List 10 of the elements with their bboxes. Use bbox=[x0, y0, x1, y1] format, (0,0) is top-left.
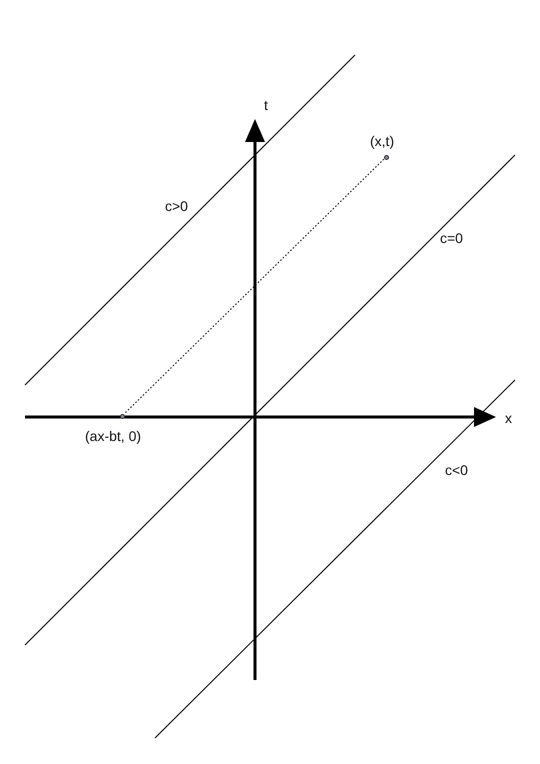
coordinate-label: (x,t) bbox=[370, 133, 394, 149]
axis-label: x bbox=[505, 410, 512, 426]
line-label: c=0 bbox=[440, 230, 463, 246]
dotted-line bbox=[124, 158, 384, 414]
axis-label: t bbox=[264, 97, 268, 113]
line-label: c<0 bbox=[445, 462, 468, 478]
line-label: c>0 bbox=[165, 198, 188, 214]
coordinate-label: (ax-bt, 0) bbox=[85, 428, 142, 444]
point-marker bbox=[384, 154, 388, 160]
point-marker bbox=[120, 414, 124, 418]
